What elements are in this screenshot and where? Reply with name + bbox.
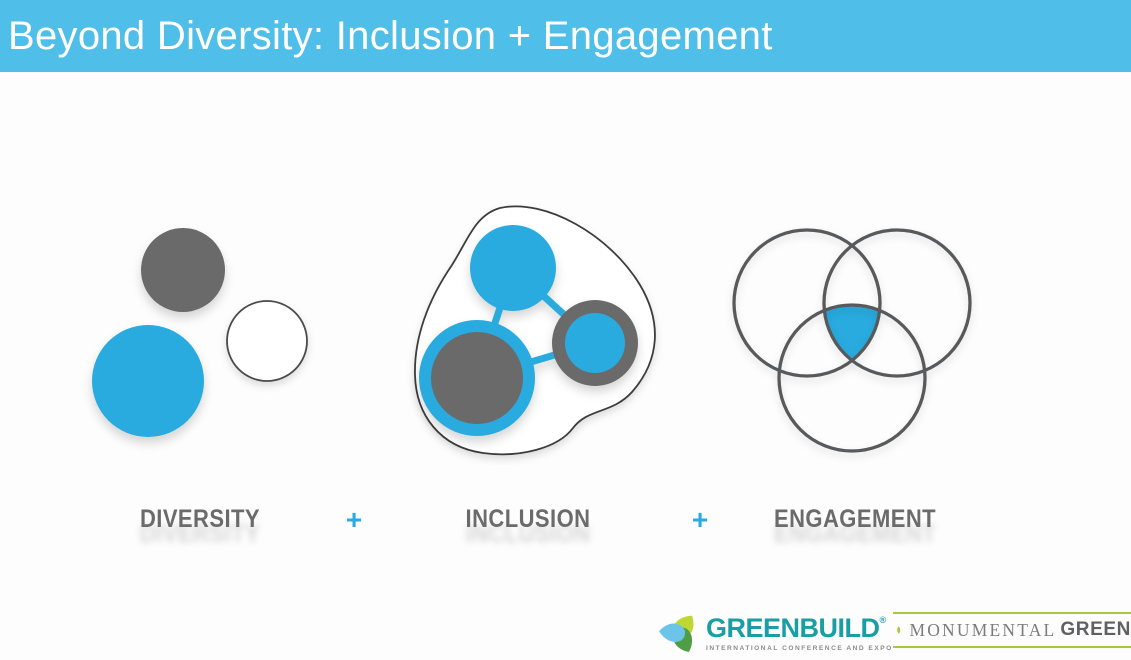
inclusion-figure: [414, 205, 656, 456]
diversity-label: DIVERSITY: [139, 505, 261, 533]
greenbuild-logo: GREENBUILD ® INTERNATIONAL CONFERENCE AN…: [657, 608, 893, 658]
inclusion-blue-circle: [470, 225, 556, 311]
engagement-figure: [732, 228, 972, 453]
venn-center-overlap: [823, 305, 880, 362]
greenbuild-wordmark: GREENBUILD: [706, 612, 880, 643]
inclusion-blue-ring-inner: [431, 332, 523, 424]
greenbuild-leaves-icon: [659, 615, 694, 653]
title-bar: Beyond Diversity: Inclusion + Engagement: [0, 0, 1131, 72]
leaf-icon: [897, 626, 901, 634]
diversity-gray-circle: [141, 228, 225, 312]
monumental-green-logo: MONUMENTAL GREEN: [893, 612, 1131, 648]
engagement-label: ENGAGEMENT: [773, 505, 937, 533]
registered-mark: ®: [879, 614, 887, 625]
venn-bottom-circle: [777, 303, 927, 453]
venn-left-circle: [732, 228, 882, 378]
monumental-wordmark: MONUMENTAL: [909, 619, 1057, 640]
greenbuild-tagline: INTERNATIONAL CONFERENCE AND EXPO: [706, 644, 893, 652]
diversity-blue-circle: [92, 325, 204, 437]
diversity-outline-circle: [226, 300, 308, 382]
inclusion-gray-ring-inner: [565, 313, 625, 373]
diversity-figure: [92, 228, 308, 437]
plus-sign: +: [345, 504, 363, 535]
venn-right-circle: [822, 228, 972, 378]
slide-title: Beyond Diversity: Inclusion + Engagement: [8, 13, 773, 58]
inclusion-label: INCLUSION: [465, 505, 591, 533]
monumental-green-wordmark: GREEN: [1060, 619, 1131, 640]
plus-sign: +: [691, 504, 709, 535]
